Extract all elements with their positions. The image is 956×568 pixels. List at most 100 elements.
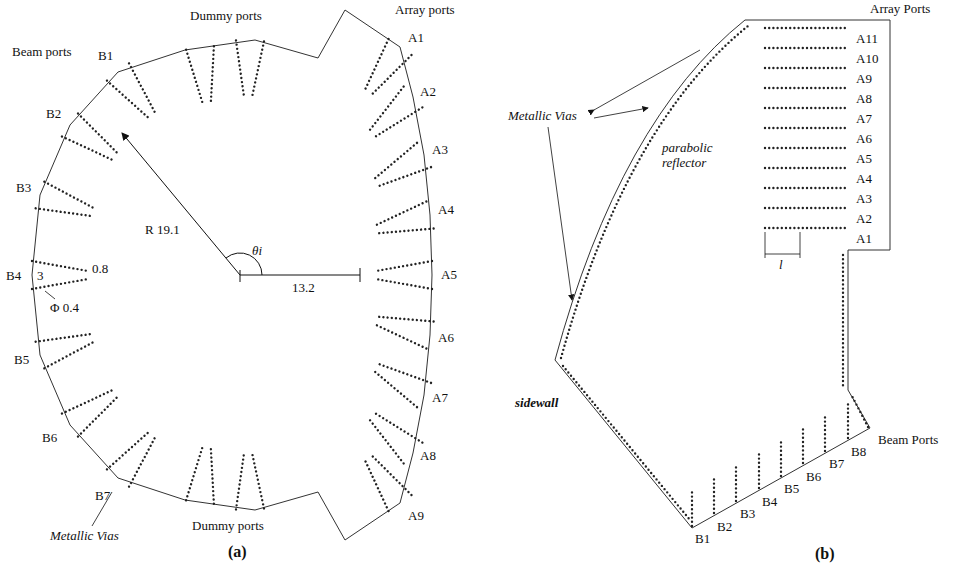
via-row xyxy=(847,402,849,438)
port-number: B6 xyxy=(42,430,57,445)
port-number: B1 xyxy=(695,531,710,546)
via-row xyxy=(561,26,748,358)
port-number: B3 xyxy=(740,506,755,521)
via-row xyxy=(852,396,868,427)
dimension-label: 13.2 xyxy=(292,280,315,295)
port-number: B7 xyxy=(95,488,110,503)
port-taper xyxy=(356,39,411,101)
via-row xyxy=(824,415,826,451)
port-number: A4 xyxy=(856,171,872,186)
via-row xyxy=(765,227,846,229)
port-number: A2 xyxy=(856,211,872,226)
port-number: A10 xyxy=(856,51,878,66)
port-number: A6 xyxy=(856,131,872,146)
dimension-label: R 19.1 xyxy=(145,222,180,237)
part-label: sidewall xyxy=(515,395,558,410)
port-taper xyxy=(234,41,264,98)
port-taper xyxy=(369,143,431,195)
port-taper xyxy=(32,261,88,289)
part-label: parabolic reflector xyxy=(662,140,750,170)
port-taper xyxy=(372,201,433,243)
port-taper xyxy=(186,445,221,504)
via-row xyxy=(765,87,846,89)
leader-line xyxy=(594,108,648,118)
port-group-label: Array Ports xyxy=(870,1,930,16)
via-row xyxy=(765,147,846,149)
port-number: B6 xyxy=(806,469,821,484)
port-number: A9 xyxy=(408,508,424,523)
via-row xyxy=(758,452,760,488)
port-number: B8 xyxy=(851,444,866,459)
leader-line xyxy=(594,50,700,110)
port-number: A6 xyxy=(438,330,454,345)
panel-label: (b) xyxy=(815,545,835,563)
port-taper xyxy=(369,355,431,407)
port-number: A7 xyxy=(432,390,448,405)
dimension-label: 0.8 xyxy=(92,261,108,276)
port-number: B5 xyxy=(14,352,29,367)
dimension-tick xyxy=(360,268,361,282)
port-taper xyxy=(186,46,221,105)
panel-label: (a) xyxy=(228,543,247,561)
port-number: B5 xyxy=(784,481,799,496)
port-number: B4 xyxy=(6,268,21,283)
port-number: A11 xyxy=(856,31,878,46)
dimension-label: l xyxy=(779,257,783,272)
port-number: A8 xyxy=(420,448,436,463)
angle-label: θi xyxy=(252,243,262,258)
leader-line xyxy=(45,291,55,299)
port-taper xyxy=(62,381,124,436)
reflector-outline xyxy=(555,20,890,528)
port-number: A1 xyxy=(856,231,872,246)
port-taper xyxy=(362,87,422,145)
port-number: A8 xyxy=(856,91,872,106)
part-label: Metallic Vias xyxy=(50,528,119,543)
port-number: B1 xyxy=(98,48,113,63)
via-row xyxy=(765,167,846,169)
dimension-label: Φ 0.4 xyxy=(50,300,79,315)
radius-line xyxy=(122,133,240,275)
port-number: B2 xyxy=(717,519,732,534)
port-number: B3 xyxy=(16,180,31,195)
via-row xyxy=(765,27,846,29)
port-taper xyxy=(234,453,264,510)
port-group-label: Dummy ports xyxy=(192,518,264,533)
port-number: A3 xyxy=(432,142,448,157)
port-taper xyxy=(362,405,422,463)
port-number: A3 xyxy=(856,191,872,206)
port-group-label: Beam Ports xyxy=(878,432,938,447)
port-number: A1 xyxy=(408,30,424,45)
dimension-line xyxy=(765,254,800,255)
port-number: A2 xyxy=(420,84,436,99)
port-taper xyxy=(376,261,432,289)
dimension-label: 3 xyxy=(37,268,44,283)
port-number: A4 xyxy=(438,202,454,217)
port-group-label: Dummy ports xyxy=(190,8,262,23)
port-number: B2 xyxy=(46,106,61,121)
via-row xyxy=(842,255,844,388)
port-taper xyxy=(62,114,124,169)
port-number: B4 xyxy=(762,494,777,509)
via-row xyxy=(780,440,782,476)
port-group-label: Beam ports xyxy=(12,44,72,59)
via-row xyxy=(765,187,846,189)
leader-line xyxy=(548,127,572,300)
part-label: Metallic Vias xyxy=(508,108,577,123)
via-row xyxy=(563,366,690,520)
via-row xyxy=(765,67,846,69)
port-number: A5 xyxy=(441,267,457,282)
via-row xyxy=(765,127,846,129)
port-number: A7 xyxy=(856,111,872,126)
focal-line xyxy=(240,275,360,276)
port-number: A9 xyxy=(856,71,872,86)
via-row xyxy=(691,490,693,526)
port-number: A5 xyxy=(856,151,872,166)
via-row xyxy=(713,477,715,513)
port-group-label: Array ports xyxy=(395,2,455,17)
via-row xyxy=(765,107,846,109)
port-taper xyxy=(36,182,98,226)
via-row xyxy=(765,47,846,49)
via-row xyxy=(735,465,737,501)
port-taper xyxy=(36,324,98,368)
